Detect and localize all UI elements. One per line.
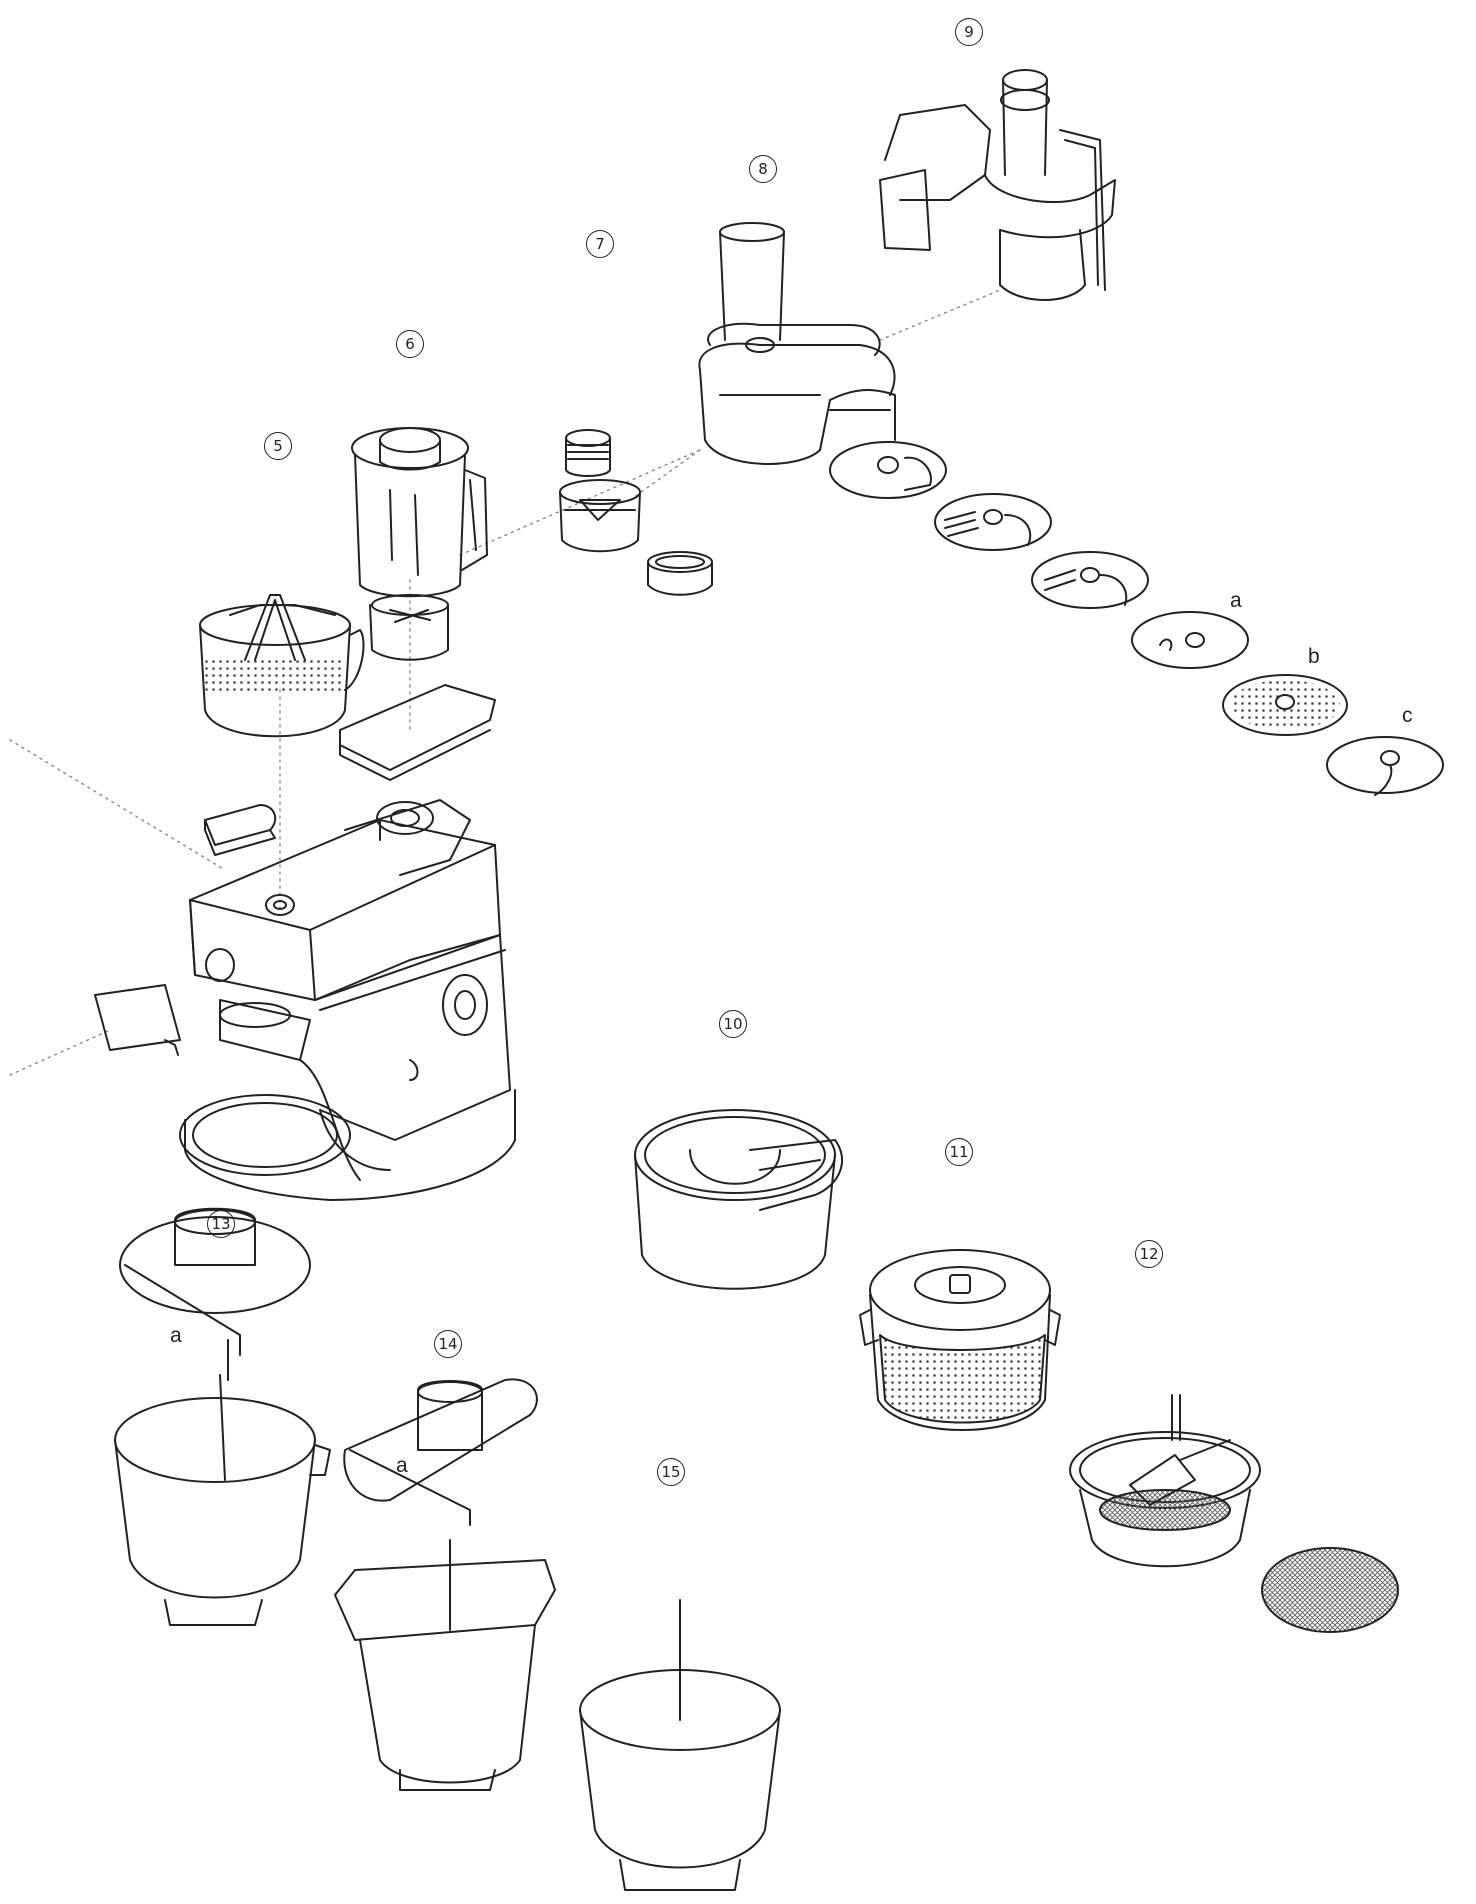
disc-c-label: c xyxy=(1402,704,1413,727)
callout-7: 7 xyxy=(586,230,614,258)
blender xyxy=(351,427,488,661)
ice-cream-maker xyxy=(634,1109,844,1290)
stand-mixer xyxy=(179,799,516,1201)
citrus-juicer xyxy=(199,594,365,738)
bowl-15 xyxy=(579,1599,781,1891)
outlet-covers xyxy=(94,684,496,1056)
callout-6: 6 xyxy=(396,330,424,358)
disc-a-label: a xyxy=(1230,589,1242,612)
callout-10: 10 xyxy=(719,1010,747,1038)
callout-14: 14 xyxy=(434,1330,462,1358)
lid-14-a-label: a xyxy=(396,1454,408,1477)
callout-15: 15 xyxy=(657,1458,685,1486)
disc-b-label: b xyxy=(1308,645,1320,668)
slicer-grater xyxy=(879,69,1116,301)
lid-13-a-label: a xyxy=(170,1324,182,1347)
callout-13: 13 xyxy=(207,1210,235,1238)
sieve xyxy=(1069,1394,1399,1633)
callout-12: 12 xyxy=(1135,1240,1163,1268)
callout-5: 5 xyxy=(264,432,292,460)
dicer xyxy=(859,1249,1061,1431)
bowl-13 xyxy=(114,1207,331,1626)
guide-lines xyxy=(9,289,1001,1076)
mill xyxy=(559,429,713,596)
callout-8: 8 xyxy=(749,155,777,183)
callout-11: 11 xyxy=(945,1138,973,1166)
bowl-14 xyxy=(334,1378,556,1791)
discs xyxy=(829,441,1444,796)
food-processor xyxy=(698,222,896,465)
callout-9: 9 xyxy=(955,18,983,46)
